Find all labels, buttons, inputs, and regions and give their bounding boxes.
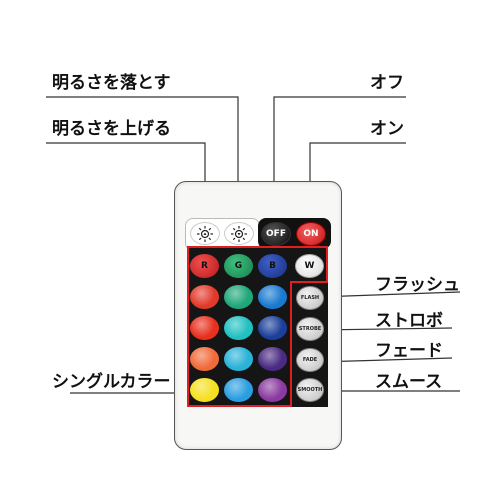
color-button[interactable]: [224, 378, 253, 402]
color-button[interactable]: [224, 316, 253, 340]
color-button[interactable]: [190, 378, 219, 402]
brightness-down-button[interactable]: [224, 222, 254, 245]
sun-up-icon: [197, 225, 213, 242]
color-button[interactable]: [190, 347, 219, 371]
line-off: [273, 96, 406, 218]
color-button[interactable]: [258, 316, 287, 340]
color-button[interactable]: [190, 285, 219, 309]
smooth-button-label: SMOOTH: [297, 387, 323, 393]
line-dim: [46, 96, 239, 218]
label-smooth: スムース: [375, 372, 443, 392]
color-button[interactable]: [258, 347, 287, 371]
strobe-button-label: STROBE: [298, 326, 322, 332]
white-button-label: W: [304, 261, 315, 271]
off-button-label: OFF: [266, 229, 286, 239]
green-button-label: G: [234, 261, 243, 271]
red-button-label: R: [201, 261, 208, 271]
blue-button-label: B: [269, 261, 276, 271]
label-single-color: シングルカラー: [52, 372, 171, 392]
color-button[interactable]: [224, 285, 253, 309]
on-button[interactable]: ON: [296, 222, 326, 246]
flash-button[interactable]: FLASH: [296, 286, 324, 310]
label-off: オフ: [370, 73, 404, 93]
label-brighten: 明るさを上げる: [52, 119, 171, 139]
label-flash: フラッシュ: [375, 275, 460, 295]
strobe-button[interactable]: STROBE: [296, 317, 324, 341]
label-dim: 明るさを落とす: [52, 73, 171, 93]
fade-button[interactable]: FADE: [296, 348, 324, 372]
color-button[interactable]: [190, 316, 219, 340]
color-button[interactable]: [258, 378, 287, 402]
off-button[interactable]: OFF: [261, 222, 291, 246]
color-button[interactable]: [258, 285, 287, 309]
white-button[interactable]: W: [295, 254, 324, 278]
color-button[interactable]: [224, 347, 253, 371]
red-button[interactable]: R: [190, 254, 219, 278]
blue-button[interactable]: B: [258, 254, 287, 278]
green-button[interactable]: G: [224, 254, 253, 278]
flash-button-label: FLASH: [300, 295, 320, 301]
smooth-button[interactable]: SMOOTH: [296, 378, 324, 402]
fade-button-label: FADE: [302, 357, 318, 363]
label-on: オン: [370, 119, 404, 139]
label-fade: フェード: [375, 341, 443, 361]
label-strobe: ストロボ: [375, 311, 443, 331]
sun-down-icon: [231, 225, 247, 242]
brightness-up-button[interactable]: [190, 222, 220, 245]
on-button-label: ON: [303, 229, 319, 239]
